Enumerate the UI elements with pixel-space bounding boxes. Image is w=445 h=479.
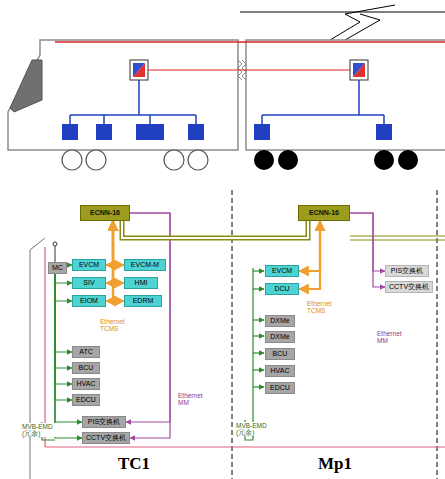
tcms-device-box: HMI (124, 277, 158, 289)
device-box: DXMe (265, 331, 295, 343)
network-link (55, 274, 72, 384)
network-label: Ethernet TCMS (307, 300, 337, 314)
device-box: ATC (72, 346, 100, 358)
device-box: DXMe (265, 315, 295, 327)
network-link (55, 274, 72, 368)
box-label: DXMe (269, 317, 291, 325)
tcms-device-box: EIOM (72, 295, 106, 307)
network-link (55, 274, 72, 400)
box-label: DCU (269, 285, 295, 293)
bus-label: MVB-EMD (冗余) (236, 422, 276, 436)
network-link (130, 213, 170, 438)
device-box: BCU (72, 362, 100, 374)
box-label: EIOM (76, 297, 102, 305)
box-label: HVAC (269, 367, 291, 375)
box-label: ATC (76, 348, 96, 356)
box-label: EDCU (76, 396, 96, 404)
tcms-device-box: EVCM (72, 259, 106, 271)
car-name: Mp1 (318, 455, 352, 474)
box-label: EVCM-M (128, 261, 162, 269)
device-box: MC (48, 262, 67, 274)
tcms-device-box: DCU (265, 283, 299, 295)
device-box: CCTV交换机 (82, 432, 130, 444)
network-link (350, 213, 385, 287)
box-label: CCTV交换机 (86, 434, 126, 442)
box-label: EDCU (269, 384, 291, 392)
device-box: HVAC (72, 378, 100, 390)
network-link (55, 274, 72, 283)
box-label: ECNN-16 (84, 209, 126, 217)
box-label: HMI (128, 279, 154, 287)
box-label: CCTV交换机 (389, 283, 429, 291)
network-label: Ethernet MM (377, 330, 409, 344)
box-label: PIS交换机 (389, 267, 425, 275)
box-label: MC (52, 264, 63, 272)
device-box: PIS交换机 (82, 416, 126, 428)
network-label: Ethernet MM (178, 392, 210, 406)
box-label: DXMe (269, 333, 291, 341)
tcms-device-box: EVCM (265, 265, 299, 277)
network-link (350, 213, 385, 271)
device-box: EDCU (265, 382, 295, 394)
box-label: ECNN-16 (302, 209, 346, 217)
tcms-device-box: EVCM-M (124, 259, 166, 271)
trunk-line (122, 221, 308, 238)
network-link (299, 221, 320, 289)
switch-box: ECNN-16 (80, 205, 130, 221)
network-label: Ethernet TCMS (100, 318, 130, 332)
device-box: BCU (265, 348, 295, 360)
box-label: SIV (76, 279, 102, 287)
switch-box: CCTV交换机 (385, 281, 433, 293)
trunk-gap (122, 221, 308, 238)
box-label: BCU (269, 350, 291, 358)
network-link (55, 274, 72, 301)
switch-box: PIS交换机 (385, 265, 429, 277)
box-label: EDRM (128, 297, 158, 305)
box-label: EVCM (269, 267, 295, 275)
device-box: HVAC (265, 365, 295, 377)
network-link (126, 213, 170, 422)
tcms-device-box: EDRM (124, 295, 162, 307)
switch-box: ECNN-16 (298, 205, 350, 221)
box-label: HVAC (76, 380, 96, 388)
box-label: EVCM (76, 261, 102, 269)
box-label: PIS交换机 (86, 418, 122, 426)
box-label: BCU (76, 364, 96, 372)
network-link (55, 274, 72, 352)
network-link (299, 221, 320, 271)
bus-label: MVB-EMD (冗余) (22, 423, 62, 437)
device-box: EDCU (72, 394, 100, 406)
car-name: TC1 (118, 455, 150, 474)
tcms-device-box: SIV (72, 277, 106, 289)
